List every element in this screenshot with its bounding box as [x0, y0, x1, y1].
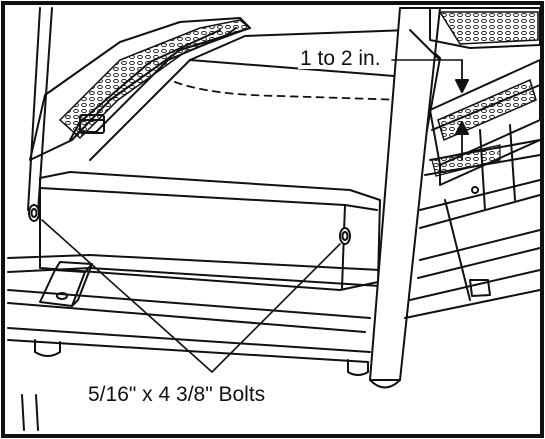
top-vent-panel: [438, 11, 539, 45]
left-bolt: [28, 204, 40, 222]
front-cover: [39, 171, 381, 291]
bolt-leader-left: [41, 219, 213, 373]
lower-right-vent: [431, 144, 501, 177]
gap-measurement-label: 1 to 2 in.: [298, 47, 383, 70]
bolt-leader-right: [211, 243, 341, 373]
center-foot: [347, 359, 369, 376]
side-rail: [429, 59, 541, 166]
left-vent-panel: [58, 19, 252, 140]
bolt-spec-label: 5/16" x 4 3/8" Bolts: [86, 383, 268, 406]
right-vent-panel: [437, 78, 537, 142]
right-bolt: [339, 227, 351, 245]
upper-deck: [429, 7, 541, 49]
walking-belt: [89, 29, 441, 181]
left-foot: [34, 339, 61, 357]
